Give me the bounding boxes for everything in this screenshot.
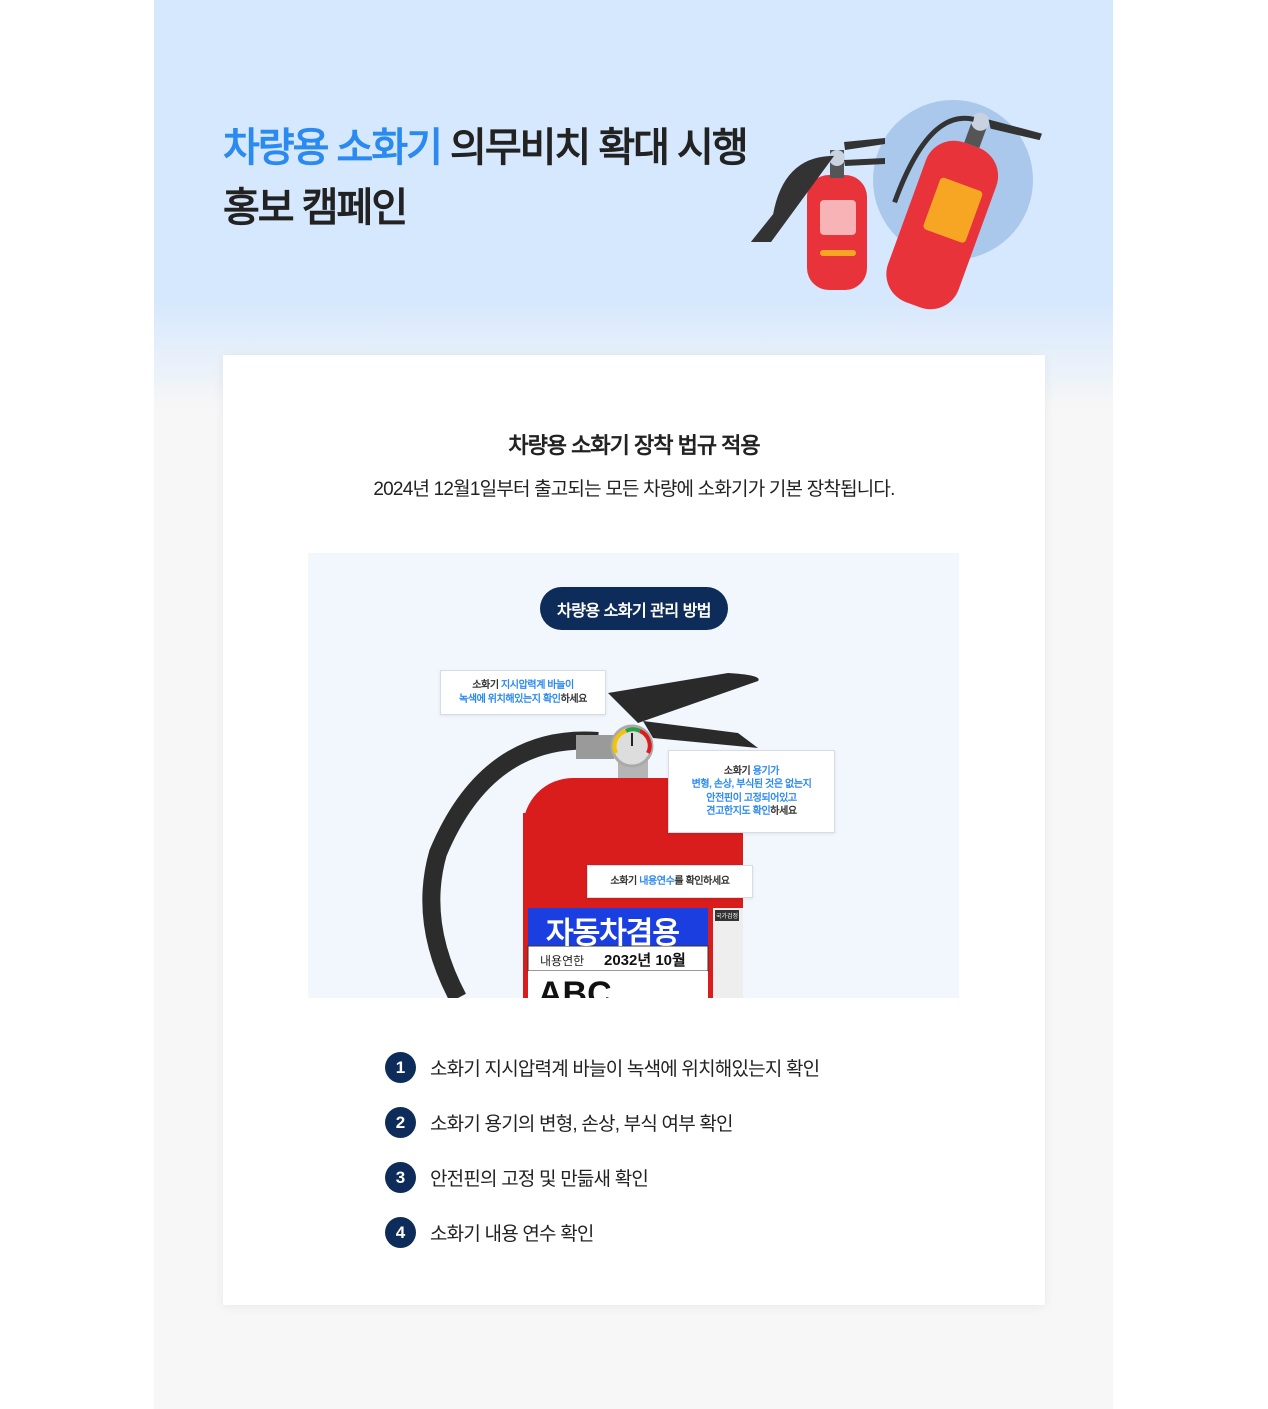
checklist-text: 소화기 지시압력계 바늘이 녹색에 위치해있는지 확인 <box>430 1059 820 1080</box>
callout-highlight: 용기가 <box>752 765 780 777</box>
callout-highlight: 안전핀이 고정되어있고 <box>706 792 797 804</box>
callout-text: 소화기 <box>610 875 640 887</box>
fire-extinguishers-illustration <box>750 100 1042 310</box>
extinguisher-guide-illustration: 자동차겸용 내용연한 2032년 10월 ABC 국가검정 차량용 소화기 관리… <box>308 553 959 998</box>
callout-highlight: 내용연수 <box>639 875 675 887</box>
callout-service-life: 소화기 내용연수를 확인하세요 <box>587 865 753 898</box>
section-subtitle: 2024년 12월1일부터 출고되는 모든 차량에 소화기가 기본 장착됩니다. <box>373 479 895 500</box>
checklist-item: 2 소화기 용기의 변형, 손상, 부식 여부 확인 <box>385 1095 819 1150</box>
label-class: ABC <box>538 975 612 998</box>
label-title: 자동차겸용 <box>546 917 680 950</box>
callout-text: 하세요 <box>560 693 588 705</box>
number-badge: 3 <box>385 1162 416 1193</box>
hero-title-rest: 의무비치 확대 시행 <box>440 126 749 170</box>
hero-title-line2: 홍보 캠페인 <box>223 186 408 230</box>
checklist-text: 소화기 내용 연수 확인 <box>430 1224 594 1245</box>
checklist: 1 소화기 지시압력계 바늘이 녹색에 위치해있는지 확인 2 소화기 용기의 변형… <box>385 1040 820 1260</box>
callout-highlight: 녹색에 위치해있는지 확인 <box>459 693 561 705</box>
checklist-item: 1 소화기 지시압력계 바늘이 녹색에 위치해있는지 확인 <box>385 1040 820 1095</box>
callout-highlight: 변형, 손상, 부식된 것은 없는지 <box>691 779 812 790</box>
callout-highlight: 견고한지도 확인 <box>706 806 771 817</box>
checklist-text: 안전핀의 고정 및 만듦새 확인 <box>430 1169 649 1190</box>
label-life: 내용연한 <box>540 954 585 968</box>
number-badge: 1 <box>385 1052 416 1083</box>
section-heading: 차량용 소화기 장착 법규 적용 <box>508 433 760 458</box>
hero-title: 차량용 소화기 의무비치 확대 시행 홍보 캠페인 <box>223 118 749 238</box>
number-badge: 4 <box>385 1217 416 1248</box>
hero-title-highlight: 차량용 소화기 <box>223 126 443 170</box>
number-badge: 2 <box>385 1107 416 1138</box>
checklist-item: 3 안전핀의 고정 및 만듦새 확인 <box>385 1150 819 1205</box>
callout-text: 소화기 <box>472 680 501 691</box>
guide-pill-label: 차량용 소화기 관리 방법 <box>540 587 728 630</box>
label-side-tag: 국가검정 <box>715 910 740 921</box>
checklist-item: 4 소화기 내용 연수 확인 <box>385 1205 819 1260</box>
callout-highlight: 지시압력계 바늘이 <box>501 680 574 691</box>
checklist-text: 소화기 용기의 변형, 손상, 부식 여부 확인 <box>430 1114 734 1135</box>
callout-text: 를 확인하세요 <box>674 875 730 887</box>
callout-pressure-gauge: 소화기 지시압력계 바늘이 녹색에 위치해있는지 확인하세요 <box>440 670 606 715</box>
callout-text: 하세요 <box>770 806 797 817</box>
label-date: 2032년 10월 <box>604 952 686 969</box>
callout-container-check: 소화기 용기가 변형, 손상, 부식된 것은 없는지 안전핀이 고정되어있고 견… <box>668 750 835 833</box>
callout-text: 소화기 <box>723 765 753 777</box>
